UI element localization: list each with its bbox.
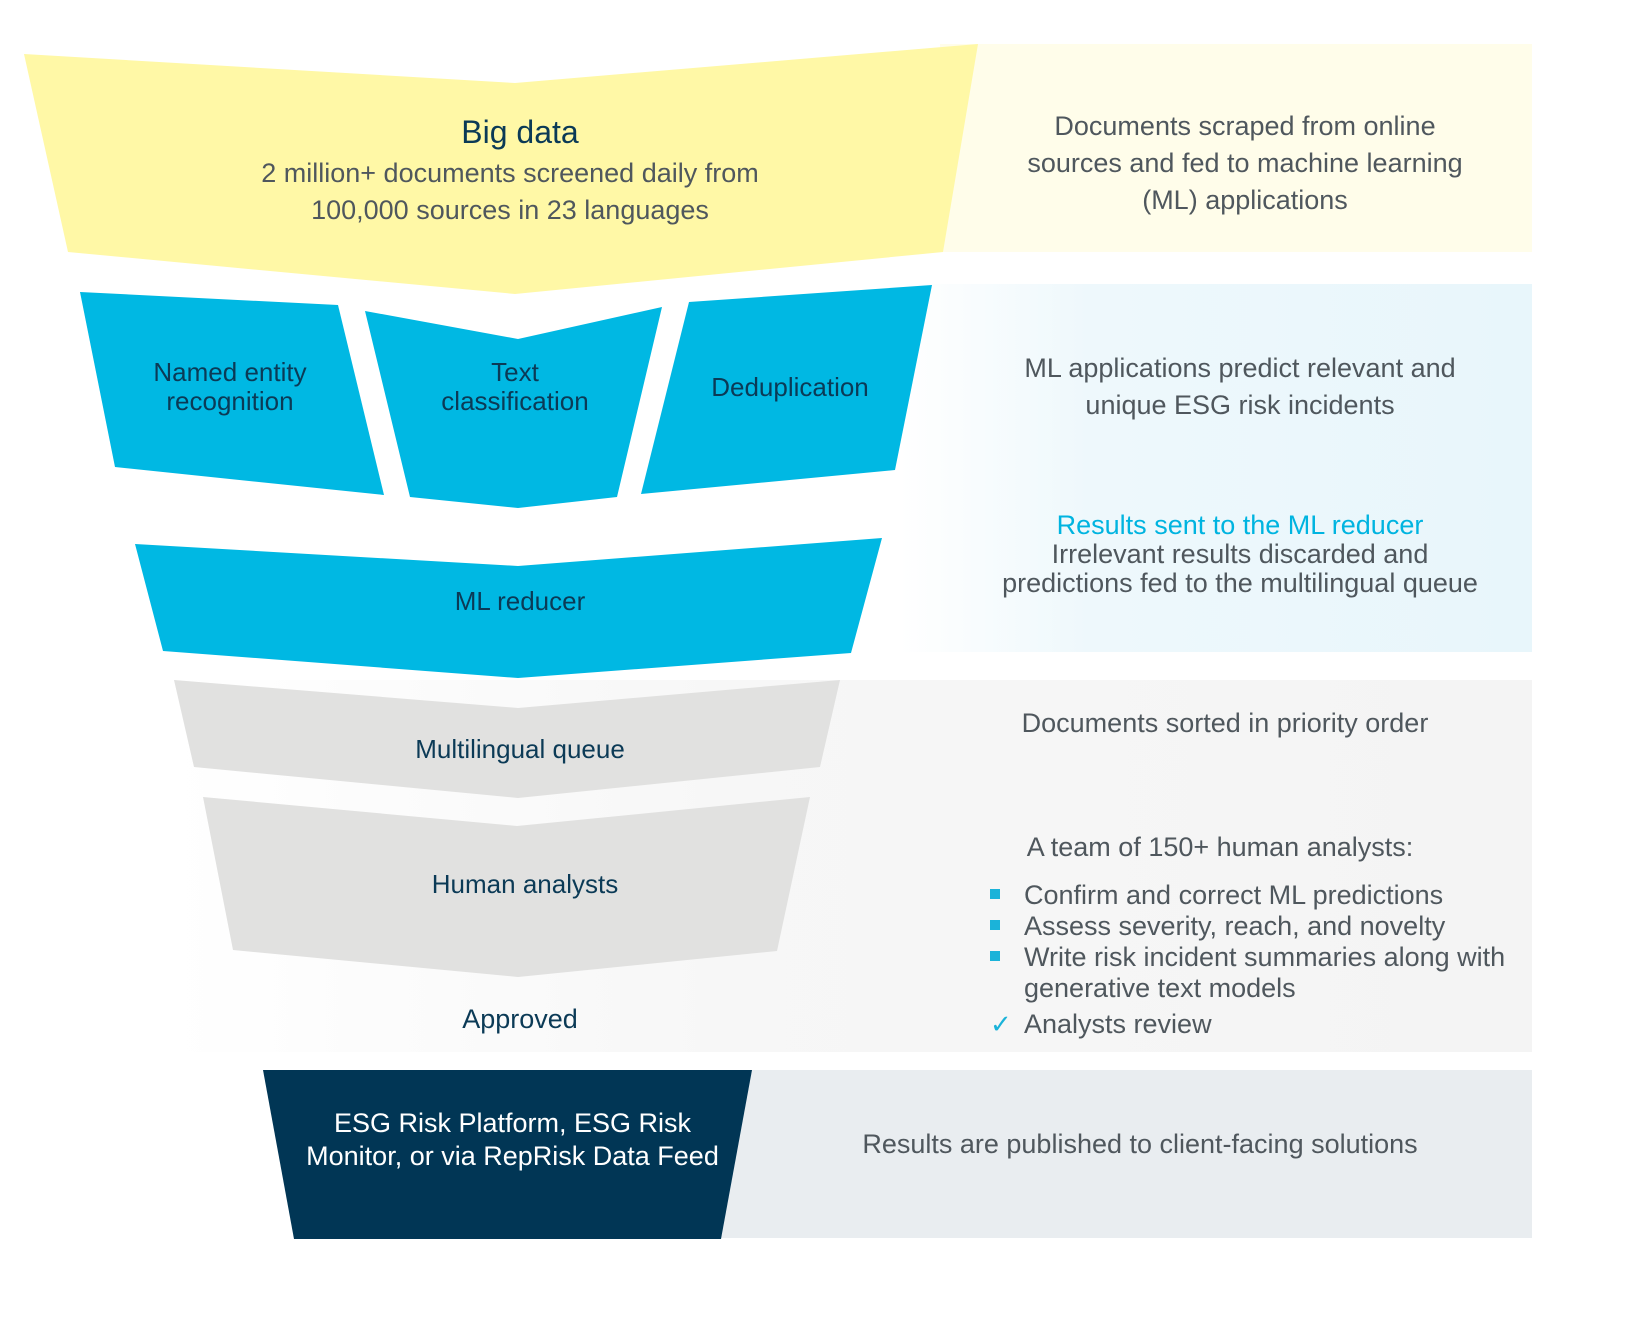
list-item: Confirm and correct ML predictions: [988, 880, 1528, 911]
big-data-shape: [24, 44, 978, 294]
list-item-text: Analysts review: [1024, 1009, 1212, 1039]
list-item: Assess severity, reach, and novelty: [988, 911, 1528, 942]
checkmark-icon: ✓: [990, 1009, 1012, 1039]
big-data-band: [940, 44, 1532, 252]
ml-apps-description-line: unique ESG risk incidents: [1085, 390, 1395, 420]
big-data-line2: 100,000 sources in 23 languages: [311, 195, 709, 225]
text-classification-shape: [365, 307, 662, 508]
text-classification-label: Text classification: [400, 358, 630, 416]
output-description: Results are published to client-facing s…: [862, 1129, 1418, 1159]
big-data-line1: 2 million+ documents screened daily from: [261, 158, 759, 188]
multilingual-queue-shape: [174, 680, 840, 798]
ml-reducer-description-line: Irrelevant results discarded and: [1051, 539, 1429, 569]
big-data-description-line: (ML) applications: [1142, 185, 1348, 215]
ml-reducer-description-line: predictions fed to the multilingual queu…: [1002, 568, 1478, 598]
square-bullet-icon: [990, 880, 1014, 911]
big-data-description-line: sources and fed to machine learning: [1027, 148, 1463, 178]
ner-label-line2: recognition: [166, 386, 294, 416]
list-item: ✓ Analysts review: [988, 1009, 1528, 1040]
ml-reducer-shape: [135, 538, 882, 678]
square-bullet-icon: [990, 911, 1014, 942]
text-classification-label-line1: Text: [491, 357, 539, 387]
analysts-task-list: Confirm and correct ML predictions Asses…: [988, 880, 1528, 1040]
ml-reducer-description: Irrelevant results discarded and predict…: [960, 540, 1520, 598]
output-label-line2: Monitor, or via RepRisk Data Feed: [306, 1141, 719, 1171]
human-analysts-shape: [203, 797, 810, 977]
big-data-description-line: Documents scraped from online: [1054, 111, 1436, 141]
ml-apps-band: [900, 284, 1532, 652]
big-data-description: Documents scraped from online sources an…: [1000, 108, 1490, 219]
ner-label-line1: Named entity: [153, 357, 307, 387]
deduplication-label: Deduplication: [680, 373, 900, 402]
deduplication-label-line1: Deduplication: [711, 372, 869, 402]
ml-reducer-highlight: Results sent to the ML reducer: [1056, 510, 1424, 540]
output-shape: [263, 1070, 752, 1239]
list-item: Write risk incident summaries along with…: [988, 942, 1528, 1004]
output-label-line1: ESG Risk Platform, ESG Risk: [333, 1108, 692, 1138]
ml-apps-description-line: ML applications predict relevant and: [1024, 353, 1456, 383]
human-analysts-title: Human analysts: [431, 869, 619, 899]
list-item-text: Confirm and correct ML predictions: [1024, 880, 1444, 910]
ml-apps-description: ML applications predict relevant and uni…: [980, 350, 1500, 424]
list-item-text: Assess severity, reach, and novelty: [1024, 911, 1446, 941]
deduplication-shape: [641, 285, 932, 494]
ml-reducer-title: ML reducer: [454, 586, 586, 616]
big-data-title: Big data: [461, 114, 579, 150]
ner-shape: [80, 292, 384, 495]
multilingual-queue-description: Documents sorted in priority order: [1021, 708, 1429, 738]
text-classification-label-line2: classification: [441, 386, 589, 416]
output-label: ESG Risk Platform, ESG Risk Monitor, or …: [285, 1107, 740, 1173]
analysts-intro: A team of 150+ human analysts:: [1026, 832, 1414, 862]
list-item-text: Write risk incident summaries along with…: [1024, 942, 1506, 1003]
output-band: [720, 1070, 1532, 1238]
approved-label: Approved: [462, 1004, 578, 1034]
square-bullet-icon: [990, 942, 1014, 973]
multilingual-queue-title: Multilingual queue: [415, 734, 625, 764]
ner-label: Named entity recognition: [120, 358, 340, 416]
